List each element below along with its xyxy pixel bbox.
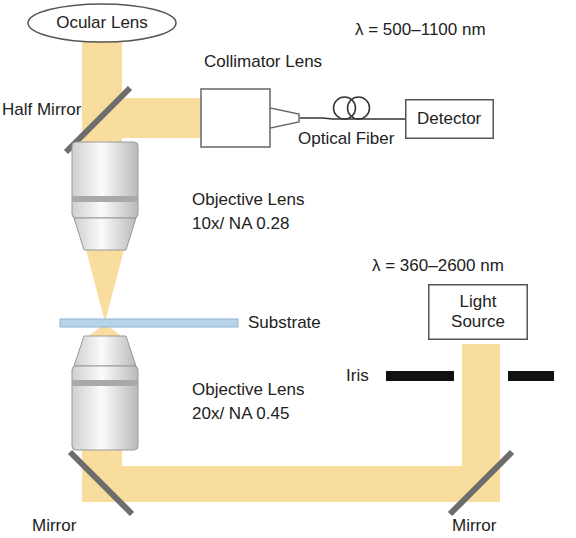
part-label: Mirror: [452, 516, 496, 536]
node-text: Detector: [417, 109, 482, 129]
node-text: Ocular Lens: [56, 13, 148, 33]
edge-label: Optical Fiber: [298, 129, 394, 149]
wavelength-label: λ = 500–1100 nm: [355, 20, 486, 40]
objective-lens-10x: [72, 142, 138, 250]
part-label: Iris: [346, 366, 369, 386]
spec-label: 20x/ NA 0.45: [192, 404, 289, 424]
spec-label: 10x/ NA 0.28: [192, 214, 289, 234]
part-label: Substrate: [248, 313, 321, 333]
node-text: Collimator Lens: [204, 52, 322, 72]
node-text: Light Source: [436, 292, 520, 332]
light-source-box: Light Source: [428, 284, 528, 340]
optical-fiber: [300, 97, 405, 119]
wavelength-label: λ = 360–2600 nm: [372, 256, 504, 276]
mirror: [70, 452, 132, 514]
collimator-lens: Collimator Lens: [200, 88, 300, 148]
iris-blade: [508, 371, 554, 381]
ocular-lens: Ocular Lens: [27, 3, 177, 43]
iris-blade: [386, 371, 454, 381]
part-label: Half Mirror: [2, 100, 81, 120]
detector-box: Detector: [405, 99, 494, 139]
objective-lens-20x: [72, 336, 138, 450]
substrate: [60, 319, 238, 327]
part-label: Objective Lens: [192, 190, 304, 210]
node-outline: [200, 88, 300, 148]
part-label: Mirror: [32, 516, 76, 536]
mirror: [450, 452, 512, 514]
part-label: Objective Lens: [192, 380, 304, 400]
